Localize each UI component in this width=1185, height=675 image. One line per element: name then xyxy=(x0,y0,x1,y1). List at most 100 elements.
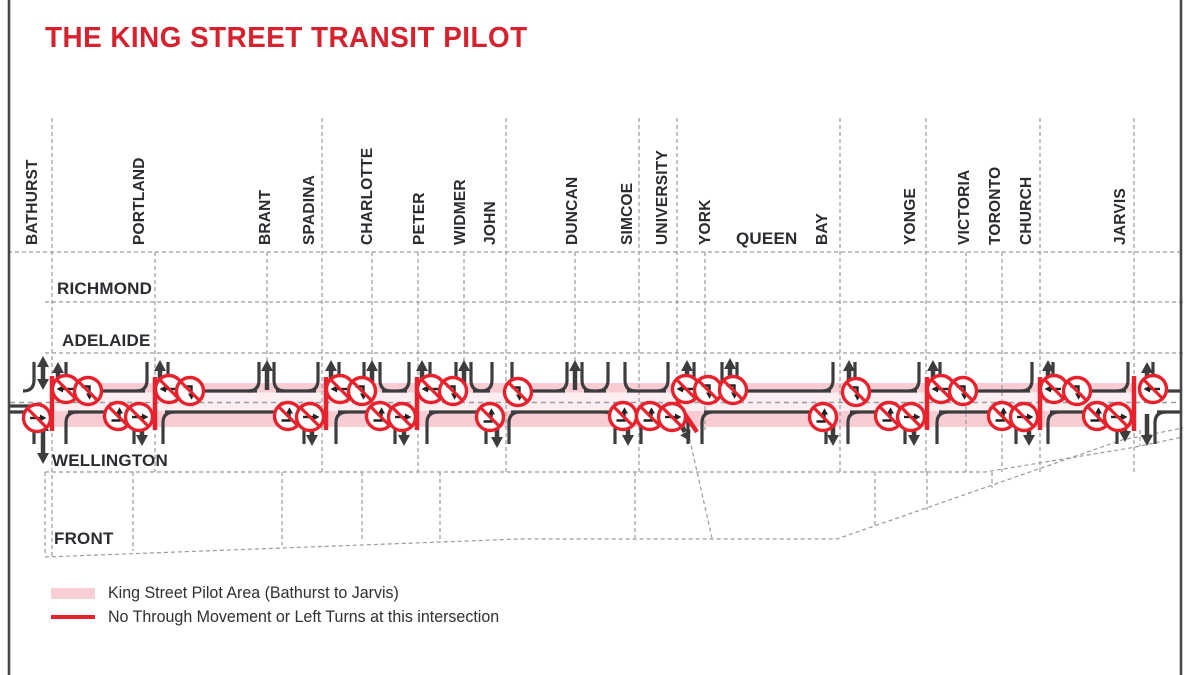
no-left-turn-up-icon xyxy=(887,407,894,414)
no-left-turn-up-icon xyxy=(1000,407,1007,414)
street-stub-university-york xyxy=(700,410,714,444)
two-way-arrow-icon xyxy=(37,453,49,464)
northbound-arrow-icon xyxy=(927,360,939,371)
street-label-jarvis: JARVIS xyxy=(1112,188,1129,245)
no-through-movement-icon xyxy=(313,413,320,421)
two-way-arrow-icon xyxy=(37,356,49,367)
no-through-movement-icon xyxy=(21,402,53,434)
street-label-front: FRONT xyxy=(54,529,114,548)
no-left-turn-down-icon xyxy=(442,380,464,402)
no-left-movement-icon xyxy=(1137,373,1169,405)
no-left-turn-down-icon xyxy=(507,381,529,403)
northbound-arrow-icon xyxy=(52,362,64,373)
street-label-brant: BRANT xyxy=(257,189,274,245)
no-left-turn-down-icon xyxy=(351,380,373,402)
street-label-widmer: WIDMER xyxy=(452,179,469,245)
street-label-duncan: DUNCAN xyxy=(564,177,581,245)
street-label-university: UNIVERSITY xyxy=(654,150,671,245)
street-label-simcoe: SIMCOE xyxy=(619,183,636,245)
legend-label-no-through: No Through Movement or Left Turns at thi… xyxy=(108,607,500,626)
northbound-arrow-icon xyxy=(1141,362,1153,373)
no-left-movement-icon xyxy=(329,378,351,400)
no-through-movement-icon xyxy=(40,414,47,422)
no-through-movement-icon xyxy=(661,406,683,428)
no-left-movement-icon xyxy=(55,378,77,400)
street-label-wellington: WELLINGTON xyxy=(52,451,168,470)
no-through-movement-icon xyxy=(1102,401,1134,433)
no-left-turn-down-icon xyxy=(179,380,201,402)
northbound-arrow-icon xyxy=(325,360,337,371)
no-left-turn-down-icon xyxy=(502,376,534,408)
street-label-charlotte: CHARLOTTE xyxy=(359,148,376,245)
no-left-turn-up-icon xyxy=(648,407,655,414)
street-stub-bay xyxy=(821,362,835,393)
no-through-movement-icon xyxy=(299,406,321,428)
street-stub-peter xyxy=(425,410,439,444)
street-stub-church xyxy=(1046,410,1060,444)
street-stub-church xyxy=(1020,362,1034,393)
page-title: THE KING STREET TRANSIT PILOT xyxy=(45,22,528,54)
street-label-adelaide: ADELAIDE xyxy=(62,331,151,350)
southbound-arrow-icon xyxy=(622,435,634,446)
no-left-movement-icon xyxy=(420,378,442,400)
street-label-john: JOHN xyxy=(482,201,499,245)
no-left-turn-up-icon xyxy=(286,407,293,414)
street-label-yonge: YONGE xyxy=(902,188,919,245)
street-label-richmond: RICHMOND xyxy=(57,279,152,298)
street-stub-university-york xyxy=(656,362,670,393)
street-stub-peter xyxy=(397,362,411,393)
no-through-movement-icon xyxy=(26,407,48,429)
no-left-turn-up-icon xyxy=(378,407,385,414)
northbound-arrow-icon xyxy=(724,358,736,369)
southbound-arrow-icon xyxy=(136,435,148,446)
no-left-turn-down-icon xyxy=(840,376,872,408)
street-stub-spadina xyxy=(306,362,320,393)
no-left-turn-up-icon xyxy=(369,405,391,427)
street-label-queen: QUEEN xyxy=(736,229,797,248)
street-stub-simcoe xyxy=(596,362,610,393)
no-left-turn-down-icon xyxy=(346,375,378,407)
no-left-movement-icon xyxy=(158,378,180,400)
street-label-spadina: SPADINA xyxy=(301,175,318,245)
southbound-arrow-icon xyxy=(398,435,410,446)
street-label-toronto: TORONTO xyxy=(987,167,1004,245)
front-line xyxy=(44,427,1184,558)
street-stub-brant xyxy=(272,362,286,393)
northbound-arrow-icon xyxy=(416,360,428,371)
street-stub-portland xyxy=(135,362,149,393)
southbound-arrow-icon xyxy=(1023,435,1035,446)
no-through-movement-icon xyxy=(1107,406,1129,428)
no-left-turn-up-icon xyxy=(821,408,828,415)
street-stub-spadina xyxy=(334,410,348,444)
northbound-arrow-icon xyxy=(681,360,693,371)
no-left-movement-icon xyxy=(421,385,428,393)
no-left-turn-up-icon xyxy=(621,407,628,414)
no-left-turn-down-icon xyxy=(845,381,867,403)
street-stub-brant xyxy=(247,362,261,393)
no-through-movement-icon xyxy=(386,401,418,433)
legend-item-pilot-area: King Street Pilot Area (Bathurst to Jarv… xyxy=(51,581,511,605)
no-left-turn-up-icon xyxy=(107,405,129,427)
southbound-arrow-icon xyxy=(306,435,318,446)
no-through-movement-icon xyxy=(675,413,682,421)
york-diagonal xyxy=(687,431,713,539)
no-through-movement-icon xyxy=(900,406,922,428)
no-left-turn-up-icon xyxy=(807,401,839,433)
no-left-turn-down-icon xyxy=(437,375,469,407)
no-left-turn-down-icon xyxy=(1066,380,1088,402)
no-left-movement-icon xyxy=(676,385,683,393)
legend-label-pilot-area: King Street Pilot Area (Bathurst to Jarv… xyxy=(108,583,399,602)
street-label-bathurst: BATHURST xyxy=(24,159,41,245)
no-through-movement-icon xyxy=(142,413,149,421)
no-left-turn-down-icon xyxy=(1061,375,1093,407)
street-stub-bay xyxy=(846,410,860,444)
street-label-victoria: VICTORIA xyxy=(956,170,973,245)
no-left-turn-up-icon xyxy=(479,406,501,428)
southbound-arrow-icon xyxy=(908,435,920,446)
no-left-turn-up-icon xyxy=(812,406,834,428)
no-left-turn-down-icon xyxy=(717,374,749,406)
no-through-swatch xyxy=(51,615,95,619)
southbound-arrow-icon xyxy=(1141,435,1153,446)
northbound-arrow-icon xyxy=(154,360,166,371)
